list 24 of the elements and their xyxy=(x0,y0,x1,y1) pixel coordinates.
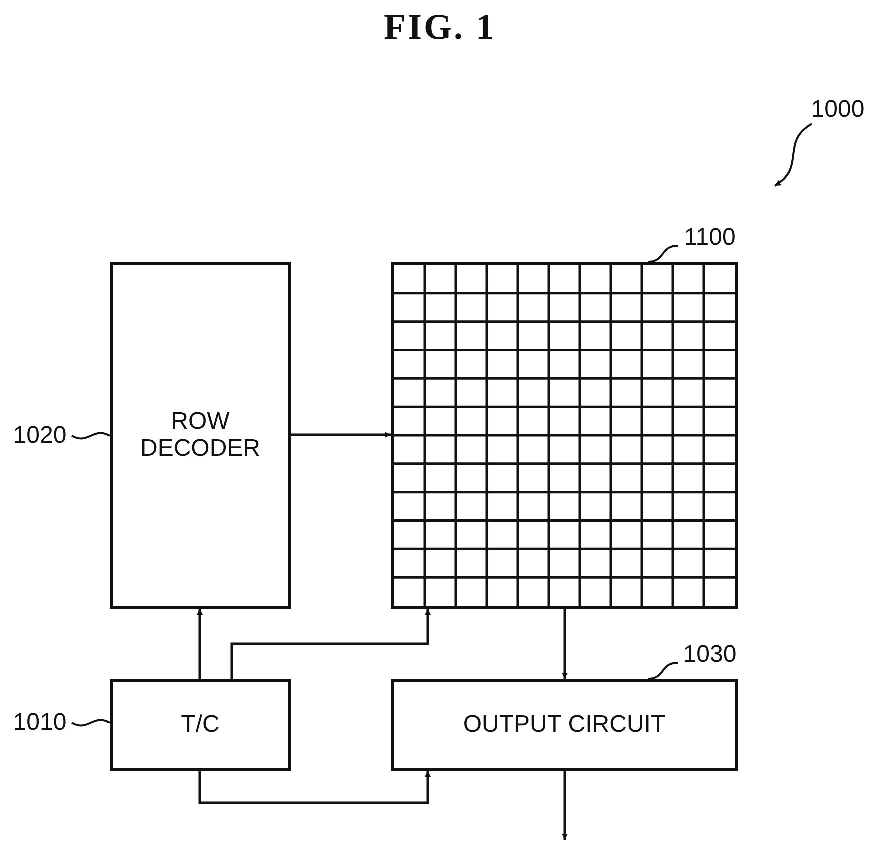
reference-numeral: 1000 xyxy=(806,96,870,124)
arrow xyxy=(562,609,568,679)
reference-arrow xyxy=(774,123,813,187)
arrow xyxy=(291,432,391,438)
leader-line xyxy=(72,432,110,440)
arrow xyxy=(198,771,431,804)
arrow xyxy=(230,609,431,679)
leader-line xyxy=(72,719,110,727)
reference-numeral: 1100 xyxy=(678,224,742,252)
memory-cell-array xyxy=(391,262,738,609)
block-label: T/C xyxy=(180,712,221,738)
arrow xyxy=(562,771,568,840)
output-circuit-box xyxy=(391,679,738,771)
block-label: OUTPUT CIRCUIT xyxy=(462,712,667,738)
reference-numeral: 1010 xyxy=(8,709,72,737)
reference-numeral: 1030 xyxy=(678,641,742,669)
reference-numeral: 1020 xyxy=(8,422,72,450)
block-label: ROW DECODER xyxy=(139,409,262,462)
arrow xyxy=(197,609,203,679)
timing-controller-box xyxy=(110,679,291,771)
figure-title: FIG. 1 xyxy=(382,6,497,48)
leader-line xyxy=(648,245,678,263)
row-decoder-box xyxy=(110,262,291,609)
leader-line xyxy=(648,662,678,680)
